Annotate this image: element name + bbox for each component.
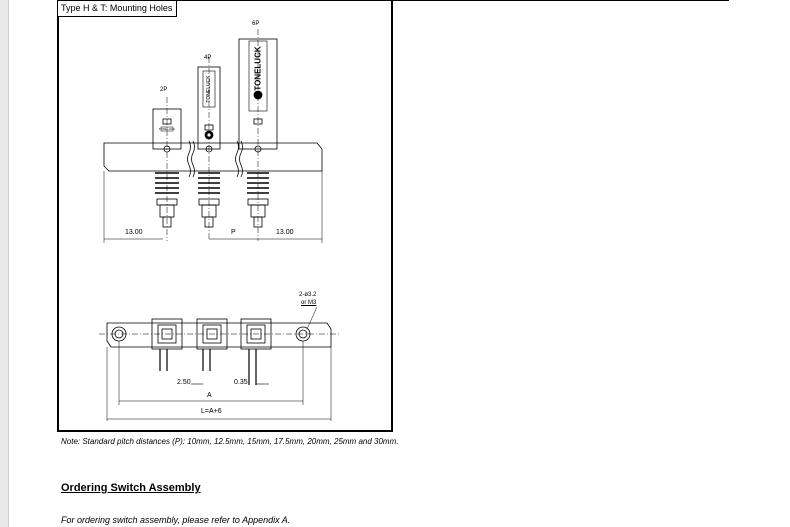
solder-pins	[159, 349, 257, 385]
mounting-holes-figure: Type H & T: Mounting Holes 2P 4P 6P TONE…	[57, 0, 393, 432]
brand-label-6p: TONELUCK	[253, 46, 263, 91]
dim-pin-spacing: 2.50	[177, 379, 191, 386]
dim-pitch-p: P	[231, 229, 236, 236]
left-margin-bar	[0, 0, 9, 527]
section-text: For ordering switch assembly, please ref…	[61, 515, 291, 525]
dim-left-13: 13.00	[125, 229, 143, 236]
hole-spec-line2: or M3	[301, 300, 317, 306]
top-rule	[393, 0, 729, 1]
spring-4p	[198, 172, 220, 194]
spring-6p	[247, 172, 269, 194]
label-4p: 4P	[204, 55, 212, 61]
brand-label-2p: TONELUCK	[158, 127, 176, 131]
break-mark	[191, 140, 195, 178]
dim-gap: 0.35	[234, 379, 248, 386]
base-plate	[103, 142, 323, 172]
section-heading: Ordering Switch Assembly	[61, 482, 201, 494]
hole-spec-line1: 2-ø3.2	[299, 292, 317, 298]
label-6p: 6P	[252, 21, 260, 27]
break-mark	[239, 140, 243, 178]
dim-right-13: 13.00	[276, 229, 294, 236]
technical-drawing	[99, 29, 341, 421]
switch-body-6p	[238, 38, 278, 150]
label-2p: 2P	[160, 87, 168, 93]
figure-title: Type H & T: Mounting Holes	[57, 0, 178, 17]
break-mark	[187, 140, 191, 178]
break-mark	[235, 140, 239, 178]
dim-l: L=A+6	[201, 408, 222, 415]
spring-2p	[155, 172, 179, 194]
pitch-note: Note: Standard pitch distances (P): 10mm…	[61, 437, 399, 446]
brand-label-4p: TONELUCK	[206, 75, 212, 103]
dim-a: A	[207, 392, 212, 399]
